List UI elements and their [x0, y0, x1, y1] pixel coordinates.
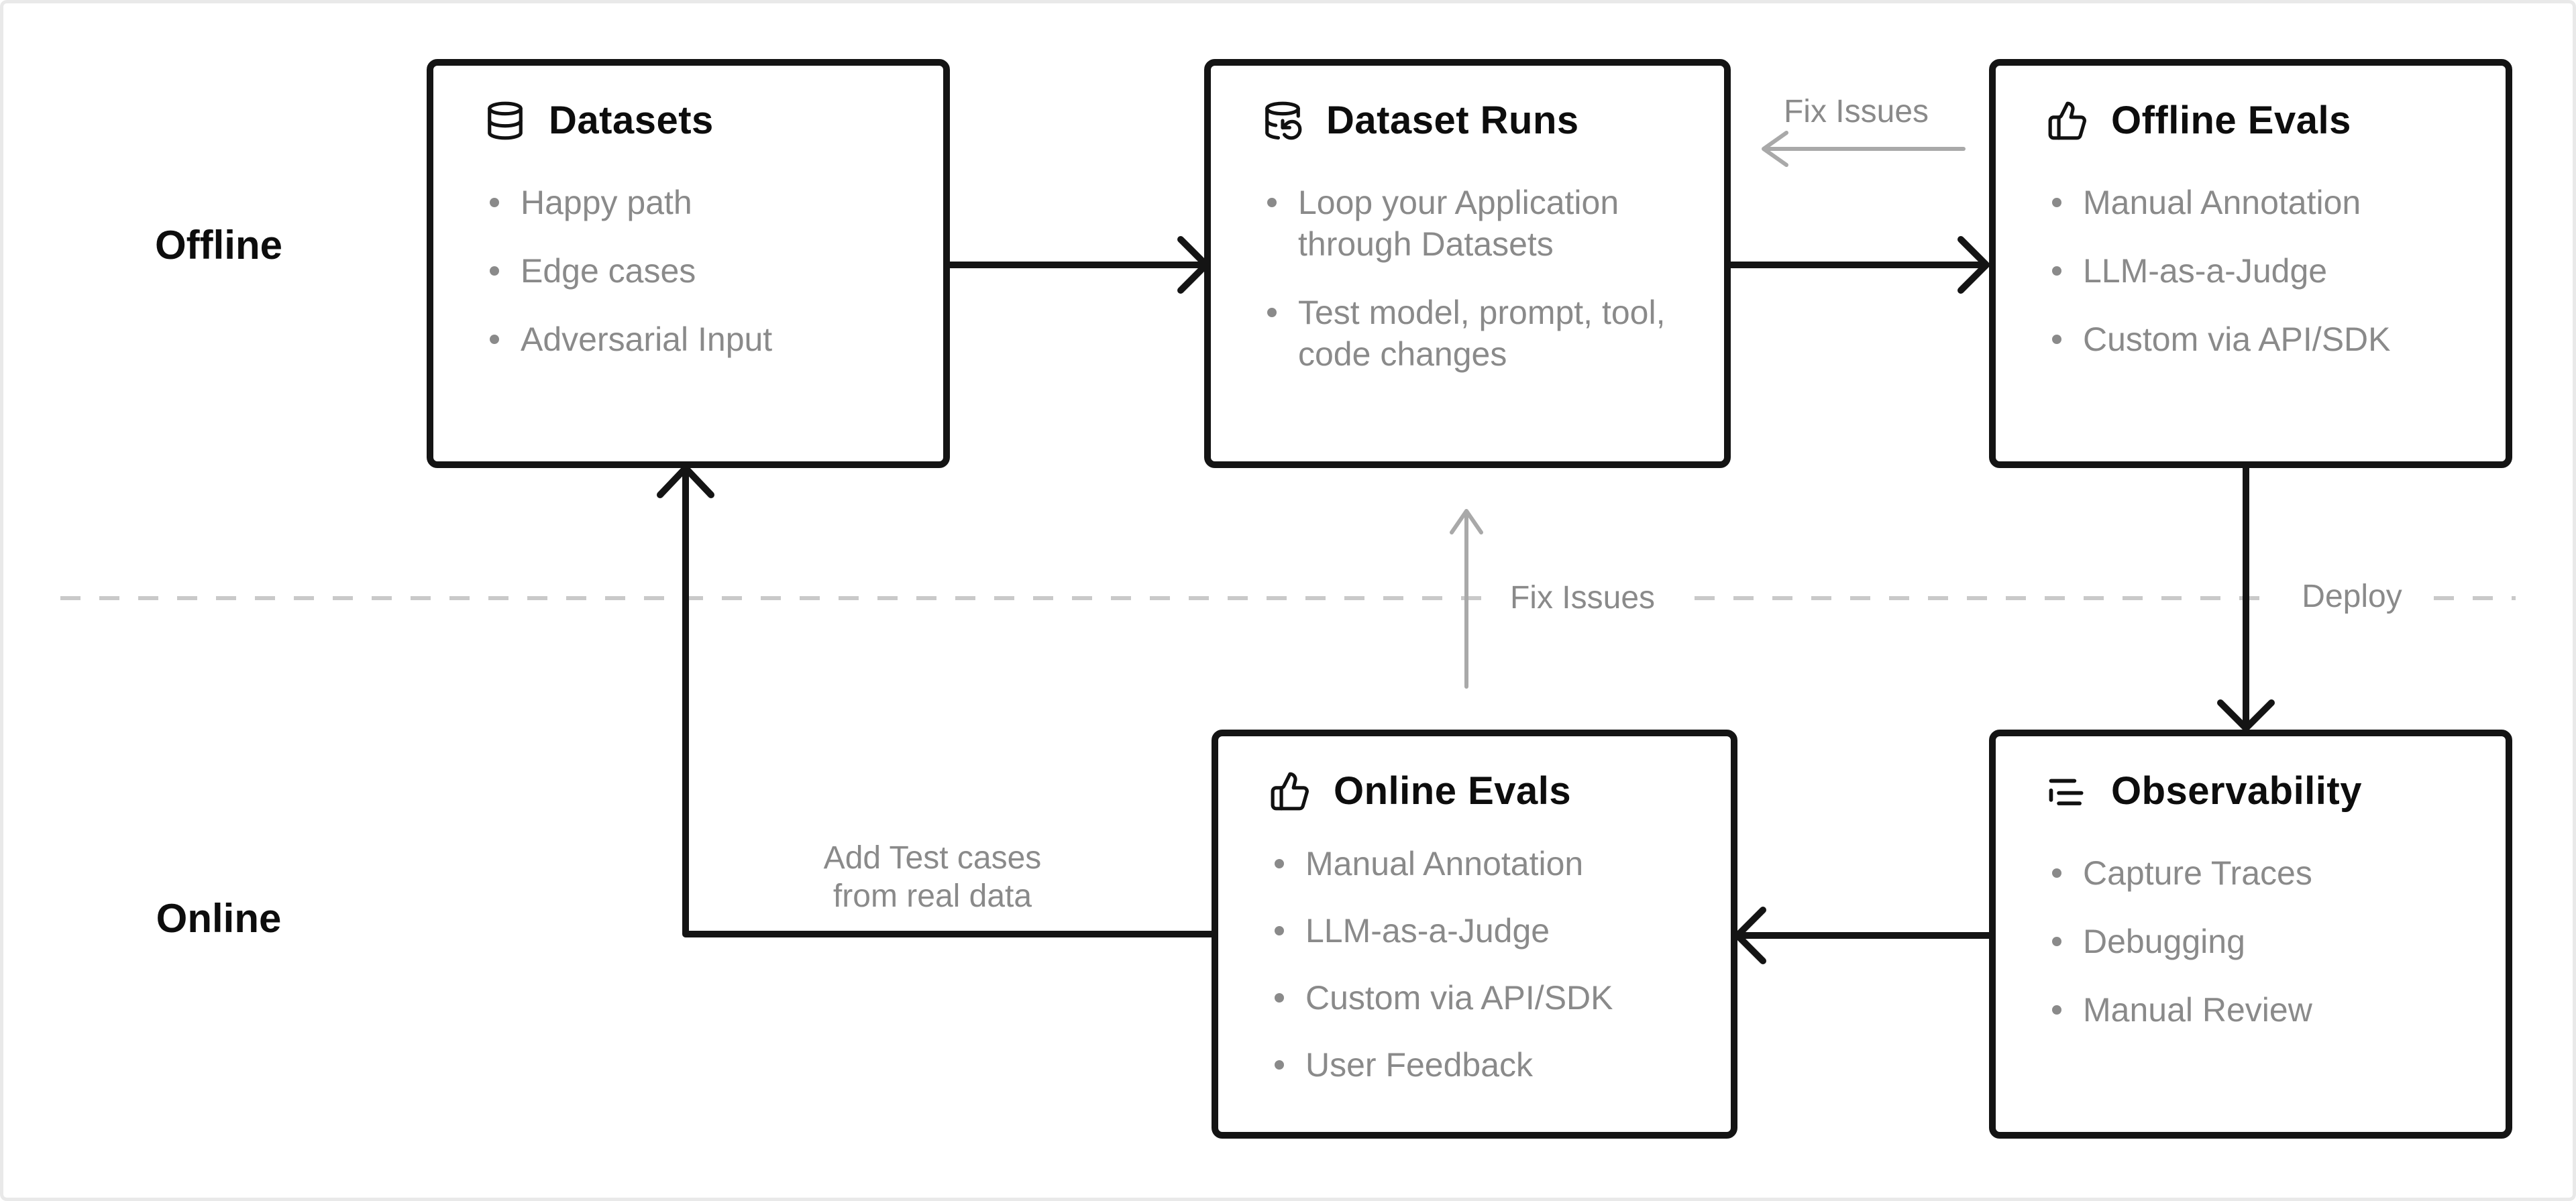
node-offline-evals: Offline Evals Manual Annotation LLM-as-a…: [1989, 59, 2512, 468]
arrow-dataset-runs-to-offline-evals: [1724, 231, 1992, 298]
node-observability: Observability Capture Traces Debugging M…: [1989, 730, 2512, 1139]
offline-online-divider: [60, 596, 2516, 600]
arrow-datasets-to-dataset-runs: [946, 231, 1214, 298]
list-item: User Feedback: [1275, 1044, 1690, 1086]
node-online-evals-header: Online Evals: [1269, 768, 1690, 813]
node-title: Observability: [2111, 769, 2362, 813]
database-icon: [484, 100, 526, 141]
list-item: Adversarial Input: [490, 319, 903, 360]
list-item: Edge cases: [490, 250, 903, 292]
node-offline-evals-items: Manual Annotation LLM-as-a-Judge Custom …: [2047, 182, 2465, 360]
list-item: Loop your Application through Datasets: [1267, 182, 1684, 265]
node-dataset-runs-items: Loop your Application through Datasets T…: [1262, 182, 1684, 375]
edge-label-add-test-cases-line2: from real data: [833, 878, 1032, 914]
edge-label-add-test-cases: Add Test cases from real data: [731, 839, 1134, 915]
thumbs-up-icon: [2047, 100, 2088, 141]
node-datasets-header: Datasets: [484, 98, 903, 143]
node-online-evals: Online Evals Manual Annotation LLM-as-a-…: [1212, 730, 1737, 1139]
node-title: Dataset Runs: [1326, 99, 1579, 142]
node-online-evals-items: Manual Annotation LLM-as-a-Judge Custom …: [1269, 843, 1690, 1086]
edge-label-fix-issues-top: Fix Issues: [1783, 94, 1929, 129]
list-item: Manual Annotation: [1275, 843, 1690, 884]
list-item: Custom via API/SDK: [1275, 977, 1690, 1019]
node-datasets-items: Happy path Edge cases Adversarial Input: [484, 182, 903, 360]
list-item: Test model, prompt, tool, code changes: [1267, 292, 1684, 375]
list-item: Debugging: [2052, 921, 2465, 962]
node-datasets: Datasets Happy path Edge cases Adversari…: [427, 59, 950, 468]
list-item: LLM-as-a-Judge: [2052, 250, 2465, 292]
arrow-online-evals-to-datasets: [654, 463, 1218, 940]
list-item: Manual Review: [2052, 989, 2465, 1031]
lane-label-offline: Offline: [155, 223, 282, 268]
node-title: Datasets: [549, 99, 714, 142]
arrow-fix-issues-top: [1754, 127, 1969, 170]
node-title: Offline Evals: [2111, 99, 2351, 142]
arrow-offline-evals-to-observability: [2212, 464, 2279, 734]
node-observability-items: Capture Traces Debugging Manual Review: [2047, 852, 2465, 1031]
list-item: Custom via API/SDK: [2052, 319, 2465, 360]
list-item: Happy path: [490, 182, 903, 223]
node-dataset-runs-header: Dataset Runs: [1262, 98, 1684, 143]
edge-label-fix-issues-middle: Fix Issues: [1484, 577, 1681, 619]
trace-list-icon: [2047, 770, 2088, 812]
arrow-fix-issues-middle: [1446, 502, 1489, 692]
node-title: Online Evals: [1334, 769, 1572, 813]
node-observability-header: Observability: [2047, 768, 2465, 813]
list-item: LLM-as-a-Judge: [1275, 910, 1690, 952]
arrow-observability-to-online-evals: [1734, 902, 1996, 969]
thumbs-up-icon: [1269, 770, 1311, 812]
dataset-runs-icon: [1262, 100, 1303, 141]
lane-label-online: Online: [156, 896, 282, 941]
list-item: Capture Traces: [2052, 852, 2465, 894]
edge-label-deploy: Deploy: [2274, 576, 2430, 618]
edge-label-add-test-cases-line1: Add Test cases: [823, 840, 1042, 876]
node-offline-evals-header: Offline Evals: [2047, 98, 2465, 143]
list-item: Manual Annotation: [2052, 182, 2465, 223]
node-dataset-runs: Dataset Runs Loop your Application throu…: [1204, 59, 1731, 468]
